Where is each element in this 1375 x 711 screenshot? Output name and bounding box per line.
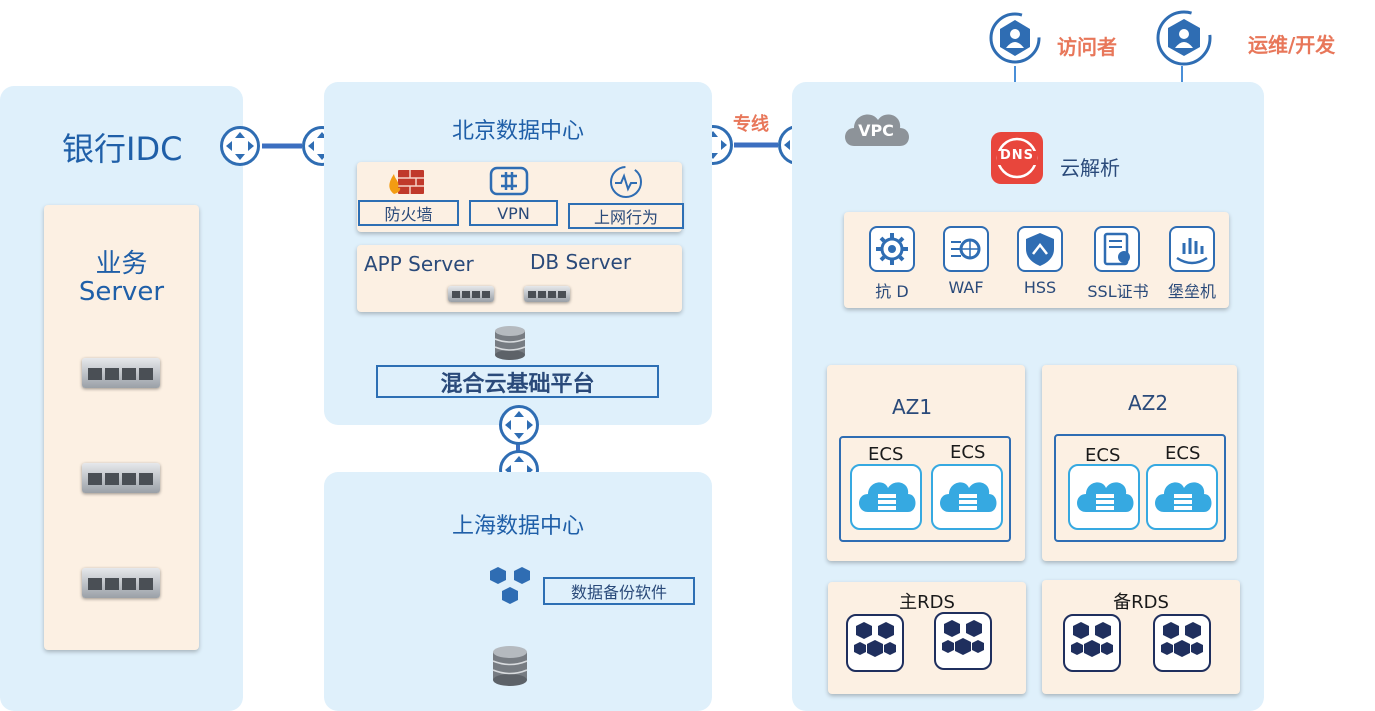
dns-label: 云解析	[1060, 156, 1120, 180]
ecs-instance-icon	[1146, 464, 1218, 530]
az1-ecs-label-1: ECS	[868, 444, 904, 465]
visitor-user-icon	[989, 12, 1041, 66]
az1-title: AZ1	[892, 395, 933, 419]
idc-server-label-1: 业务	[95, 249, 148, 279]
idc-server-label-2: Server	[78, 277, 165, 307]
rds-instance-icon	[1153, 614, 1211, 672]
firewall-icon	[386, 166, 426, 196]
rack-server-icon	[82, 463, 160, 493]
database-icon	[494, 325, 526, 361]
waf-label: WAF	[948, 278, 984, 297]
behavior-monitor-icon	[608, 164, 644, 200]
az2-ecs-group	[1054, 434, 1226, 542]
bastion-label: 堡垒机	[1167, 282, 1216, 301]
backup-software-label: 数据备份软件	[543, 577, 695, 605]
ssl-certificate-icon	[1094, 226, 1140, 272]
visitor-label: 访问者	[1057, 35, 1117, 59]
router-icon	[499, 405, 539, 445]
app-server-label: APP Server	[364, 252, 474, 276]
az2-title: AZ2	[1128, 391, 1169, 415]
vpn-label: VPN	[469, 200, 558, 226]
az2-ecs-label-1: ECS	[1085, 445, 1121, 466]
backup-software-icon	[486, 565, 536, 609]
ssl-label: SSL证书	[1087, 282, 1149, 301]
dedicated-line-label: 专线	[733, 114, 769, 135]
vpn-icon	[489, 166, 529, 196]
hss-icon	[1017, 226, 1063, 272]
bastion-host-icon	[1169, 226, 1215, 272]
waf-icon	[943, 226, 989, 272]
beijing-title: 北京数据中心	[451, 119, 584, 144]
backup-database-icon	[492, 645, 528, 687]
ecs-instance-icon	[850, 464, 922, 530]
ops-label: 运维/开发	[1248, 33, 1336, 57]
rack-server-icon	[82, 358, 160, 388]
rds-instance-icon	[1063, 614, 1121, 672]
standby-rds-label: 备RDS	[1113, 592, 1169, 613]
anti-ddos-label: 抗 D	[875, 282, 909, 301]
db-server-icon	[524, 286, 570, 302]
dns-icon	[991, 132, 1043, 184]
az1-ecs-group	[839, 436, 1011, 542]
rds-instance-icon	[846, 614, 904, 672]
beijing-server-area	[357, 245, 682, 312]
rds-instance-icon	[934, 612, 992, 670]
vpc-cloud-icon	[840, 104, 912, 150]
web-behavior-label: 上网行为	[568, 203, 684, 229]
idc-title: 银行IDC	[62, 130, 183, 168]
dns-badge-text: DNS	[999, 148, 1035, 163]
router-icon	[220, 126, 260, 166]
hybrid-cloud-platform-label: 混合云基础平台	[376, 365, 659, 398]
az2-ecs-label-2: ECS	[1165, 443, 1201, 464]
anti-ddos-icon	[869, 226, 915, 272]
app-server-icon	[448, 286, 494, 302]
rack-server-icon	[82, 568, 160, 598]
ecs-instance-icon	[1068, 464, 1140, 530]
hss-label: HSS	[1023, 278, 1057, 297]
ecs-instance-icon	[931, 464, 1003, 530]
db-server-label: DB Server	[530, 250, 632, 274]
az1-ecs-label-2: ECS	[950, 442, 986, 463]
vpc-label: VPC	[858, 121, 894, 140]
shanghai-title: 上海数据中心	[451, 514, 584, 539]
primary-rds-label: 主RDS	[899, 592, 955, 613]
firewall-label: 防火墙	[358, 200, 459, 226]
ops-user-icon	[1156, 10, 1212, 66]
